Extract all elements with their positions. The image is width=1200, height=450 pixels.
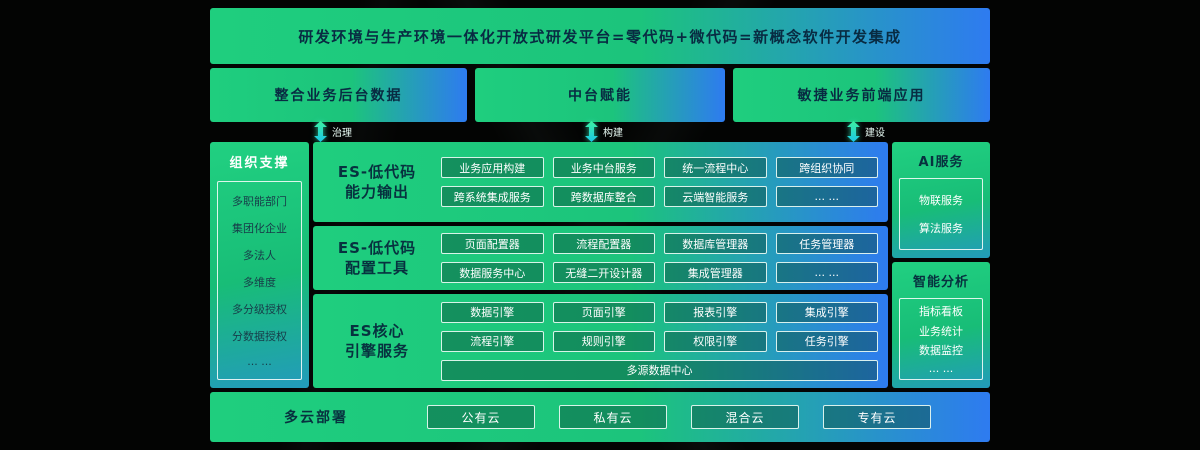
chip: ... ... [775,186,878,207]
chip: 云端智能服务 [664,186,767,207]
chip-hybrid-cloud: 混合云 [691,405,799,429]
core-engine-section: ES核心 引擎服务 数据引擎 页面引擎 报表引擎 集成引擎 流程引擎 规则引擎 … [313,294,888,388]
capability-output-section: ES-低代码 能力输出 业务应用构建 业务中台服务 统一流程中心 跨组织协同 跨… [313,142,888,222]
connector-construct-label: 建设 [865,127,885,139]
chip: 集成引擎 [775,301,878,323]
chip: 数据服务中心 [441,262,544,283]
intelligent-analysis-panel: 智能分析 指标看板 业务统计 数据监控 ... ... [892,262,990,388]
chip: 数据引擎 [441,301,544,323]
connector-governance-label: 治理 [332,127,352,139]
box-middle-platform: 中台赋能 [475,68,725,122]
ai-services-title: AI服务 [918,155,964,170]
box-agile-frontend: 敏捷业务前端应用 [733,68,990,122]
organization-support-list: 多职能部门 集团化企业 多法人 多维度 多分级授权 分数据授权 ... ... [217,181,302,380]
platform-banner: 研发环境与生产环境一体化开放式研发平台=零代码+微代码=新概念软件开发集成 [210,8,990,64]
list-item: 多分级授权 [232,303,287,316]
chip: 集成管理器 [664,262,767,283]
chip: 跨数据库整合 [552,186,655,207]
list-item: 物联服务 [919,193,963,207]
list-item: 多职能部门 [232,195,287,208]
chip: 流程引擎 [441,330,544,352]
chip-private-cloud: 私有云 [559,405,667,429]
config-tools-chips: 页面配置器 流程配置器 数据库管理器 任务管理器 数据服务中心 无缝二开设计器 … [441,227,888,289]
capability-output-chips: 业务应用构建 业务中台服务 统一流程中心 跨组织协同 跨系统集成服务 跨数据库整… [441,151,888,213]
box-backend-data-label: 整合业务后台数据 [274,88,403,104]
up-down-arrow-icon [314,120,327,142]
up-down-arrow-icon [585,120,598,142]
chip-public-cloud: 公有云 [427,405,535,429]
list-item: 业务统计 [919,324,963,338]
chip: 页面引擎 [552,301,655,323]
section-title-line: 配置工具 [344,259,409,277]
organization-support-title: 组织支撑 [229,156,290,171]
ai-services-panel: AI服务 物联服务 算法服务 [892,142,990,258]
chip-dedicated-cloud: 专有云 [823,405,931,429]
intelligent-analysis-list: 指标看板 业务统计 数据监控 ... ... [899,298,983,380]
list-item: 数据监控 [919,344,963,358]
list-item: 集团化企业 [232,222,287,235]
box-backend-data: 整合业务后台数据 [210,68,467,122]
chip: 流程配置器 [552,233,655,254]
core-engine-chips: 数据引擎 页面引擎 报表引擎 集成引擎 流程引擎 规则引擎 权限引擎 任务引擎 … [441,296,888,387]
list-item: 多维度 [243,276,276,289]
chip: 任务引擎 [775,330,878,352]
chip: 规则引擎 [552,330,655,352]
chip: 业务应用构建 [441,157,544,178]
section-title-line: ES-低代码 [337,238,417,257]
config-tools-title: ES-低代码 配置工具 [313,238,441,279]
chip: 任务管理器 [775,233,878,254]
config-tools-section: ES-低代码 配置工具 页面配置器 流程配置器 数据库管理器 任务管理器 数据服… [313,226,888,290]
list-item: 算法服务 [919,222,963,236]
chip: 页面配置器 [441,233,544,254]
chip: ... ... [775,262,878,283]
multi-cloud-bar: 多云部署 公有云 私有云 混合云 专有云 [210,392,990,442]
connector-build: 构建 [585,120,623,142]
section-title-line: ES-低代码 [337,162,417,181]
capability-output-title: ES-低代码 能力输出 [313,162,441,203]
list-item: 指标看板 [919,304,963,318]
multi-cloud-title: 多云部署 [284,410,348,426]
chip: 权限引擎 [664,330,767,352]
cloud-chip-row: 公有云 私有云 混合云 专有云 [403,405,955,429]
chip: 跨系统集成服务 [441,186,544,207]
box-middle-platform-label: 中台赋能 [568,88,632,104]
intelligent-analysis-title: 智能分析 [912,275,969,290]
list-item: 分数据授权 [232,330,287,343]
platform-banner-title: 研发环境与生产环境一体化开放式研发平台=零代码+微代码=新概念软件开发集成 [298,27,902,46]
box-agile-frontend-label: 敏捷业务前端应用 [797,88,926,104]
core-engine-title: ES核心 引擎服务 [313,321,441,362]
chip: 跨组织协同 [775,157,878,178]
section-title-line: ES核心 [349,321,405,340]
chip: 报表引擎 [664,301,767,323]
list-item: ... ... [247,355,272,368]
chip: 数据库管理器 [664,233,767,254]
chip: 统一流程中心 [664,157,767,178]
connector-governance: 治理 [314,120,352,142]
section-title-line: 能力输出 [344,183,409,201]
connector-build-label: 构建 [603,127,623,139]
chip: 无缝二开设计器 [552,262,655,283]
list-item: ... ... [928,362,954,376]
up-down-arrow-icon [847,120,860,142]
ai-services-list: 物联服务 算法服务 [899,178,983,250]
connector-construct: 建设 [847,120,885,142]
list-item: 多法人 [243,249,276,262]
chip-multi-source-data-center: 多源数据中心 [441,359,878,381]
chip: 业务中台服务 [552,157,655,178]
organization-support-panel: 组织支撑 多职能部门 集团化企业 多法人 多维度 多分级授权 分数据授权 ...… [210,142,309,388]
section-title-line: 引擎服务 [344,342,409,360]
